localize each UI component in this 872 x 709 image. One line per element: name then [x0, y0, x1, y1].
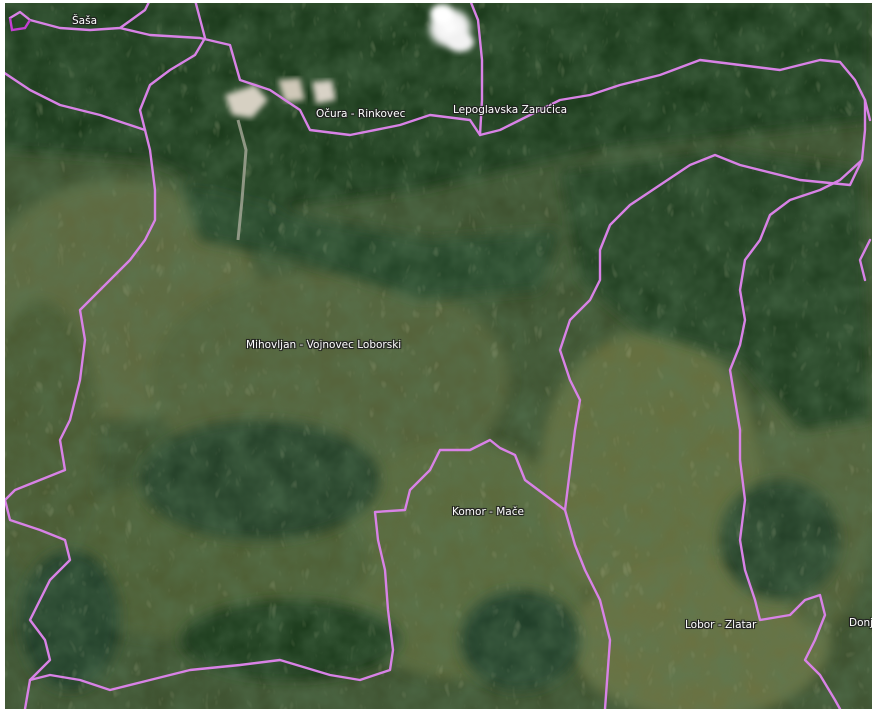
frame-edge-left: [0, 0, 5, 709]
cloud: [426, 4, 474, 52]
boundary-accent: [8, 17, 32, 32]
quarry-areas: [225, 78, 336, 241]
frame-edge-top: [0, 0, 872, 3]
